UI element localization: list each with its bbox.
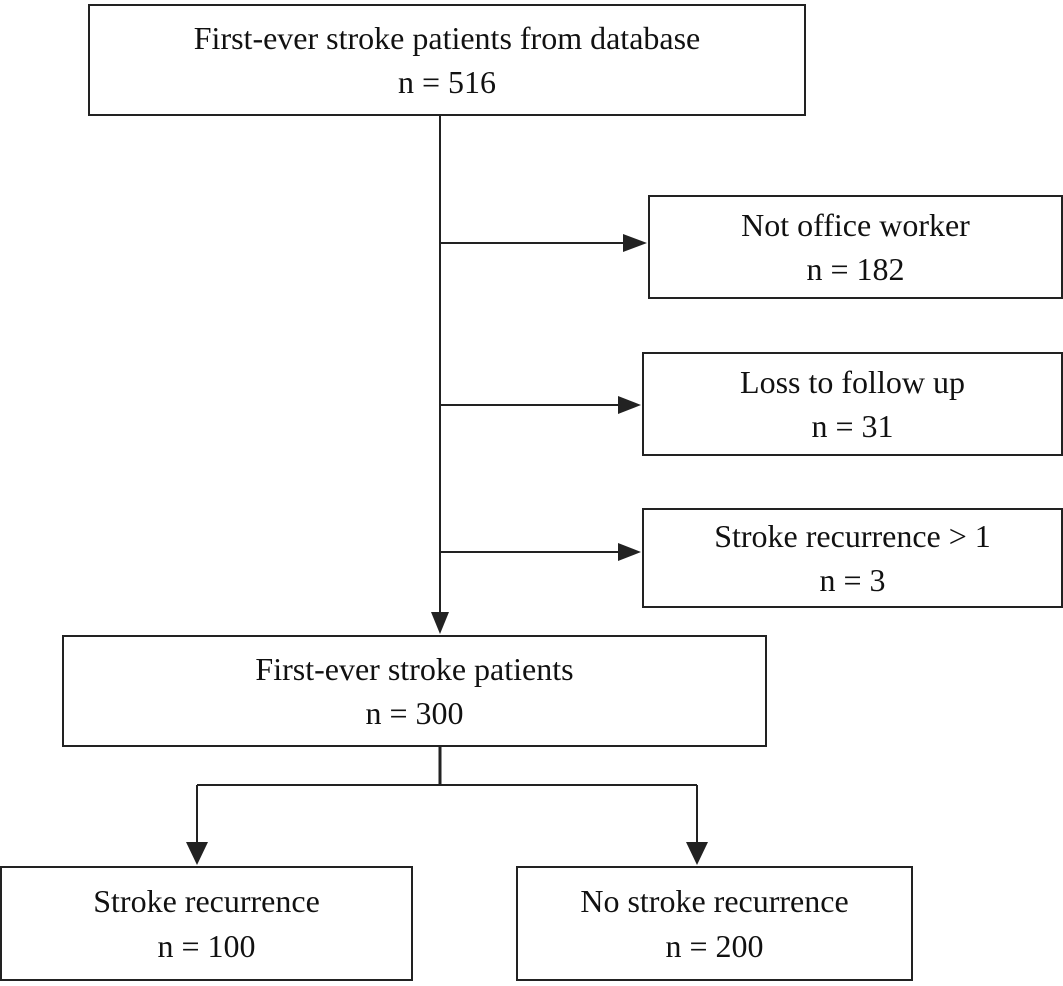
exclusion-count: n = 182 (806, 251, 905, 287)
included-count: n = 300 (365, 695, 464, 731)
outcome-box-no-stroke-recurrence: No stroke recurrence n = 200 (516, 866, 913, 981)
included-label: First-ever stroke patients (255, 650, 574, 687)
outcome-box-stroke-recurrence: Stroke recurrence n = 100 (0, 866, 413, 981)
exclusion-label: Loss to follow up (740, 363, 965, 400)
exclusion-box-not-office-worker: Not office worker n = 182 (648, 195, 1063, 299)
outcome-count: n = 200 (665, 927, 764, 964)
exclusion-count: n = 31 (811, 408, 894, 444)
outcome-arrowhead-1 (186, 842, 208, 865)
included-population-box: First-ever stroke patients n = 300 (62, 635, 767, 747)
exclusion-arrowhead-2 (618, 396, 641, 414)
source-label: First-ever stroke patients from database (193, 19, 701, 56)
source-count: n = 516 (397, 64, 497, 100)
source-population-box: First-ever stroke patients from database… (88, 4, 806, 116)
exclusion-arrowhead-1 (623, 234, 647, 252)
outcome-label: No stroke recurrence (580, 883, 849, 920)
exclusion-count: n = 3 (819, 562, 886, 598)
exclusion-label: Stroke recurrence > 1 (714, 517, 991, 554)
exclusion-label: Not office worker (741, 206, 970, 243)
outcome-count: n = 100 (157, 927, 256, 964)
exclusion-box-recurrence-over-1: Stroke recurrence > 1 n = 3 (642, 508, 1063, 608)
outcome-label: Stroke recurrence (93, 883, 320, 920)
exclusion-arrowhead-3 (618, 543, 641, 561)
outcome-arrowhead-2 (686, 842, 708, 865)
trunk-arrowhead (431, 612, 449, 634)
exclusion-box-loss-to-follow-up: Loss to follow up n = 31 (642, 352, 1063, 456)
